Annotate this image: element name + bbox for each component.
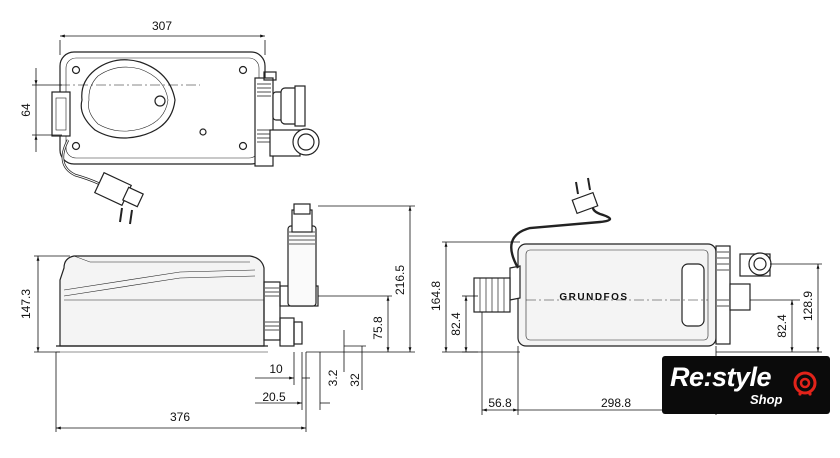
dim-side-outlet: 128.9 — [801, 291, 815, 321]
dim-offset-32: 32 — [348, 373, 362, 387]
dim-side-height: 164.8 — [429, 281, 443, 311]
side-view — [473, 177, 772, 347]
top-view — [51, 51, 320, 225]
side-view-dimensions — [442, 241, 822, 415]
side-brand-marking: GRUNDFOS — [559, 292, 628, 303]
dim-front-height: 147.3 — [19, 289, 33, 319]
dim-offset-20-5: 20.5 — [262, 390, 286, 404]
logo-main-text: Re:style — [670, 362, 772, 392]
dim-top-width: 307 — [152, 19, 172, 33]
dim-side-left-offset: 56.8 — [488, 396, 512, 410]
dim-top-height: 64 — [19, 103, 33, 117]
dim-outlet-height: 216.5 — [393, 265, 407, 295]
top-body-outline — [59, 51, 266, 165]
dim-side-inlet-left: 82.4 — [449, 312, 463, 336]
dim-outlet-center: 75.8 — [371, 316, 385, 340]
at-cart-icon — [793, 371, 817, 396]
dim-offset-10: 10 — [269, 362, 283, 376]
top-view-dimensions — [32, 34, 266, 152]
front-view-dimensions — [34, 205, 415, 432]
dim-side-length: 298.8 — [601, 396, 631, 410]
lid-oval — [80, 59, 176, 139]
dim-front-length: 376 — [170, 410, 190, 424]
front-view — [56, 203, 319, 353]
dim-offset-3-2: 3.2 — [326, 369, 340, 386]
dim-side-inlet-right: 82.4 — [775, 314, 789, 338]
restyle-shop-logo: Re:style Shop — [662, 356, 830, 414]
front-body-outline — [59, 255, 265, 347]
logo-sub-text: Shop — [750, 392, 783, 407]
